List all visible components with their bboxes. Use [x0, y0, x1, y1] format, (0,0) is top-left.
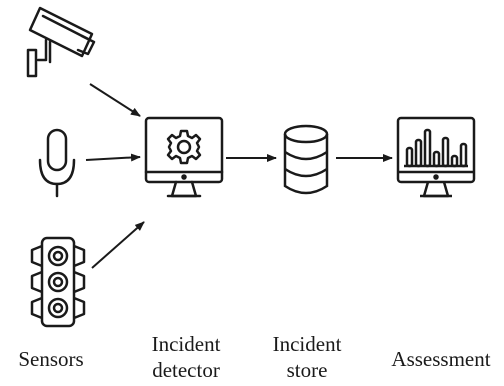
- microphone-icon: [38, 128, 76, 198]
- security-camera-icon: [26, 6, 96, 78]
- incident-detector-label-line1: Incident: [151, 332, 221, 356]
- incident-store-label-line2: store: [286, 358, 328, 382]
- bar-chart-monitor-icon: [396, 116, 476, 198]
- incident-detector-label-line2: detector: [152, 358, 220, 382]
- sensors-label: Sensors: [18, 347, 84, 371]
- arrow-traffic-light-to-detector: [91, 221, 145, 269]
- arrow-microphone-to-detector: [85, 153, 141, 162]
- gear-monitor-icon: [144, 116, 224, 198]
- incident-store-label-line1: Incident: [272, 332, 342, 356]
- traffic-light-icon: [30, 236, 86, 328]
- assessment-label: Assessment: [391, 347, 491, 371]
- database-icon: [283, 124, 329, 195]
- arrow-camera-to-detector: [89, 83, 141, 117]
